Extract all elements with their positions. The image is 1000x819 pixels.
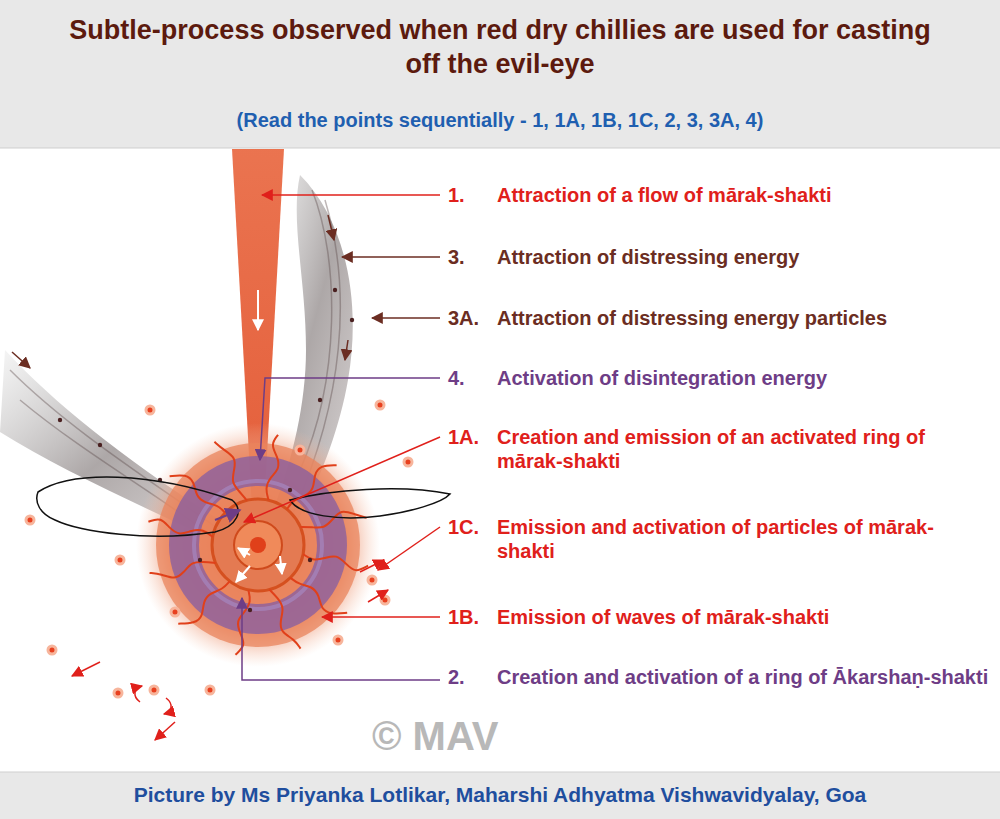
flow-arrow bbox=[164, 698, 171, 714]
flow-arrow bbox=[345, 340, 348, 360]
flow-arrow bbox=[155, 722, 175, 740]
flow-arrow bbox=[72, 662, 100, 676]
flow-arrow bbox=[135, 686, 142, 702]
marak-wave bbox=[214, 442, 246, 501]
marak-wave bbox=[170, 475, 226, 512]
marak-particle bbox=[381, 596, 389, 604]
marak-wave bbox=[290, 578, 347, 614]
callout-text: Attraction of distressing energy bbox=[497, 245, 991, 269]
flow-arrow bbox=[12, 352, 30, 368]
core bbox=[250, 537, 266, 553]
leader-line bbox=[262, 194, 440, 196]
marak-particle bbox=[150, 686, 158, 694]
marak-wave bbox=[178, 581, 229, 623]
callout-text: Attraction of a flow of mārak-shakti bbox=[497, 183, 991, 207]
flow-arrow bbox=[257, 290, 259, 330]
marak-particle bbox=[171, 608, 179, 616]
glow bbox=[136, 423, 380, 667]
flow-arrow bbox=[236, 566, 250, 582]
marak-particle bbox=[116, 556, 124, 564]
marak-wave bbox=[287, 465, 337, 509]
title-band bbox=[0, 0, 1000, 148]
diagram-title: Subtle-process observed when red dry chi… bbox=[60, 14, 940, 82]
leader-line bbox=[342, 256, 440, 258]
marak-wave bbox=[150, 562, 216, 578]
callout-number: 1B. bbox=[448, 605, 496, 629]
callout-text: Creation and emission of an activated ri… bbox=[497, 425, 991, 473]
marak-wave bbox=[303, 554, 368, 570]
distressing-particle bbox=[58, 418, 62, 422]
distressing-particle bbox=[288, 488, 292, 492]
distressing-particle bbox=[248, 608, 252, 612]
callout-text: Emission and activation of particles of … bbox=[497, 515, 991, 563]
leader-line bbox=[242, 598, 440, 680]
flow-arrow bbox=[280, 556, 282, 574]
core bbox=[234, 521, 282, 569]
marak-particle bbox=[26, 516, 34, 524]
flow-arrow bbox=[368, 590, 388, 602]
callout-text: Attraction of distressing energy particl… bbox=[497, 306, 991, 330]
callout-number: 1C. bbox=[448, 515, 496, 539]
caption: Picture by Ms Priyanka Lotlikar, Maharsh… bbox=[10, 782, 990, 807]
leader-line bbox=[372, 317, 440, 319]
distressing-particle bbox=[333, 288, 337, 292]
leader-line bbox=[244, 437, 440, 522]
flow-arrow bbox=[215, 510, 240, 520]
watermark: © MAV bbox=[372, 712, 572, 760]
callout-number: 1. bbox=[448, 183, 496, 207]
leader-line bbox=[378, 527, 440, 570]
chilli-outline bbox=[37, 477, 238, 536]
activated-ring bbox=[212, 499, 304, 591]
flow-arrow bbox=[328, 215, 334, 240]
marak-particle bbox=[48, 646, 56, 654]
callout-text: Emission of waves of mārak-shakti bbox=[497, 605, 991, 629]
chilli-outline bbox=[290, 489, 450, 518]
distressing-particle bbox=[308, 558, 312, 562]
akarshan-ring bbox=[194, 481, 322, 609]
marak-particle bbox=[206, 686, 214, 694]
band-edge bbox=[0, 148, 1000, 149]
distressing-particle bbox=[98, 443, 102, 447]
marak-wave bbox=[300, 512, 366, 528]
callout-number: 2. bbox=[448, 665, 496, 689]
particles bbox=[26, 288, 412, 697]
flow-arrow bbox=[360, 560, 384, 572]
caption-band bbox=[0, 772, 1000, 819]
marak-particle bbox=[334, 636, 342, 644]
distressing-particle bbox=[350, 318, 354, 322]
band-edge bbox=[0, 772, 1000, 773]
flow-arrow bbox=[238, 548, 250, 555]
marak-wave bbox=[266, 435, 278, 500]
marak-particle bbox=[376, 401, 384, 409]
distressing-particle bbox=[318, 398, 322, 402]
marak-wave bbox=[269, 590, 300, 649]
callout-text: Creation and activation of a ring of Āka… bbox=[497, 665, 991, 689]
distressing-particle bbox=[198, 558, 202, 562]
marak-particle bbox=[368, 576, 376, 584]
callout-number: 3A. bbox=[448, 306, 496, 330]
marak-particle bbox=[296, 446, 304, 454]
subtitle: (Read the points sequentially - 1, 1A, 1… bbox=[40, 108, 960, 132]
callout-number: 1A. bbox=[448, 425, 496, 449]
leader-line bbox=[322, 616, 440, 618]
callout-number: 4. bbox=[448, 366, 496, 390]
marak-waves bbox=[148, 435, 368, 655]
callout-number: 3. bbox=[448, 245, 496, 269]
leader-line bbox=[260, 378, 440, 460]
marak-particle bbox=[146, 406, 154, 414]
marak-particle bbox=[114, 689, 122, 697]
marak-particle bbox=[404, 458, 412, 466]
callout-text: Activation of disintegration energy bbox=[497, 366, 991, 390]
